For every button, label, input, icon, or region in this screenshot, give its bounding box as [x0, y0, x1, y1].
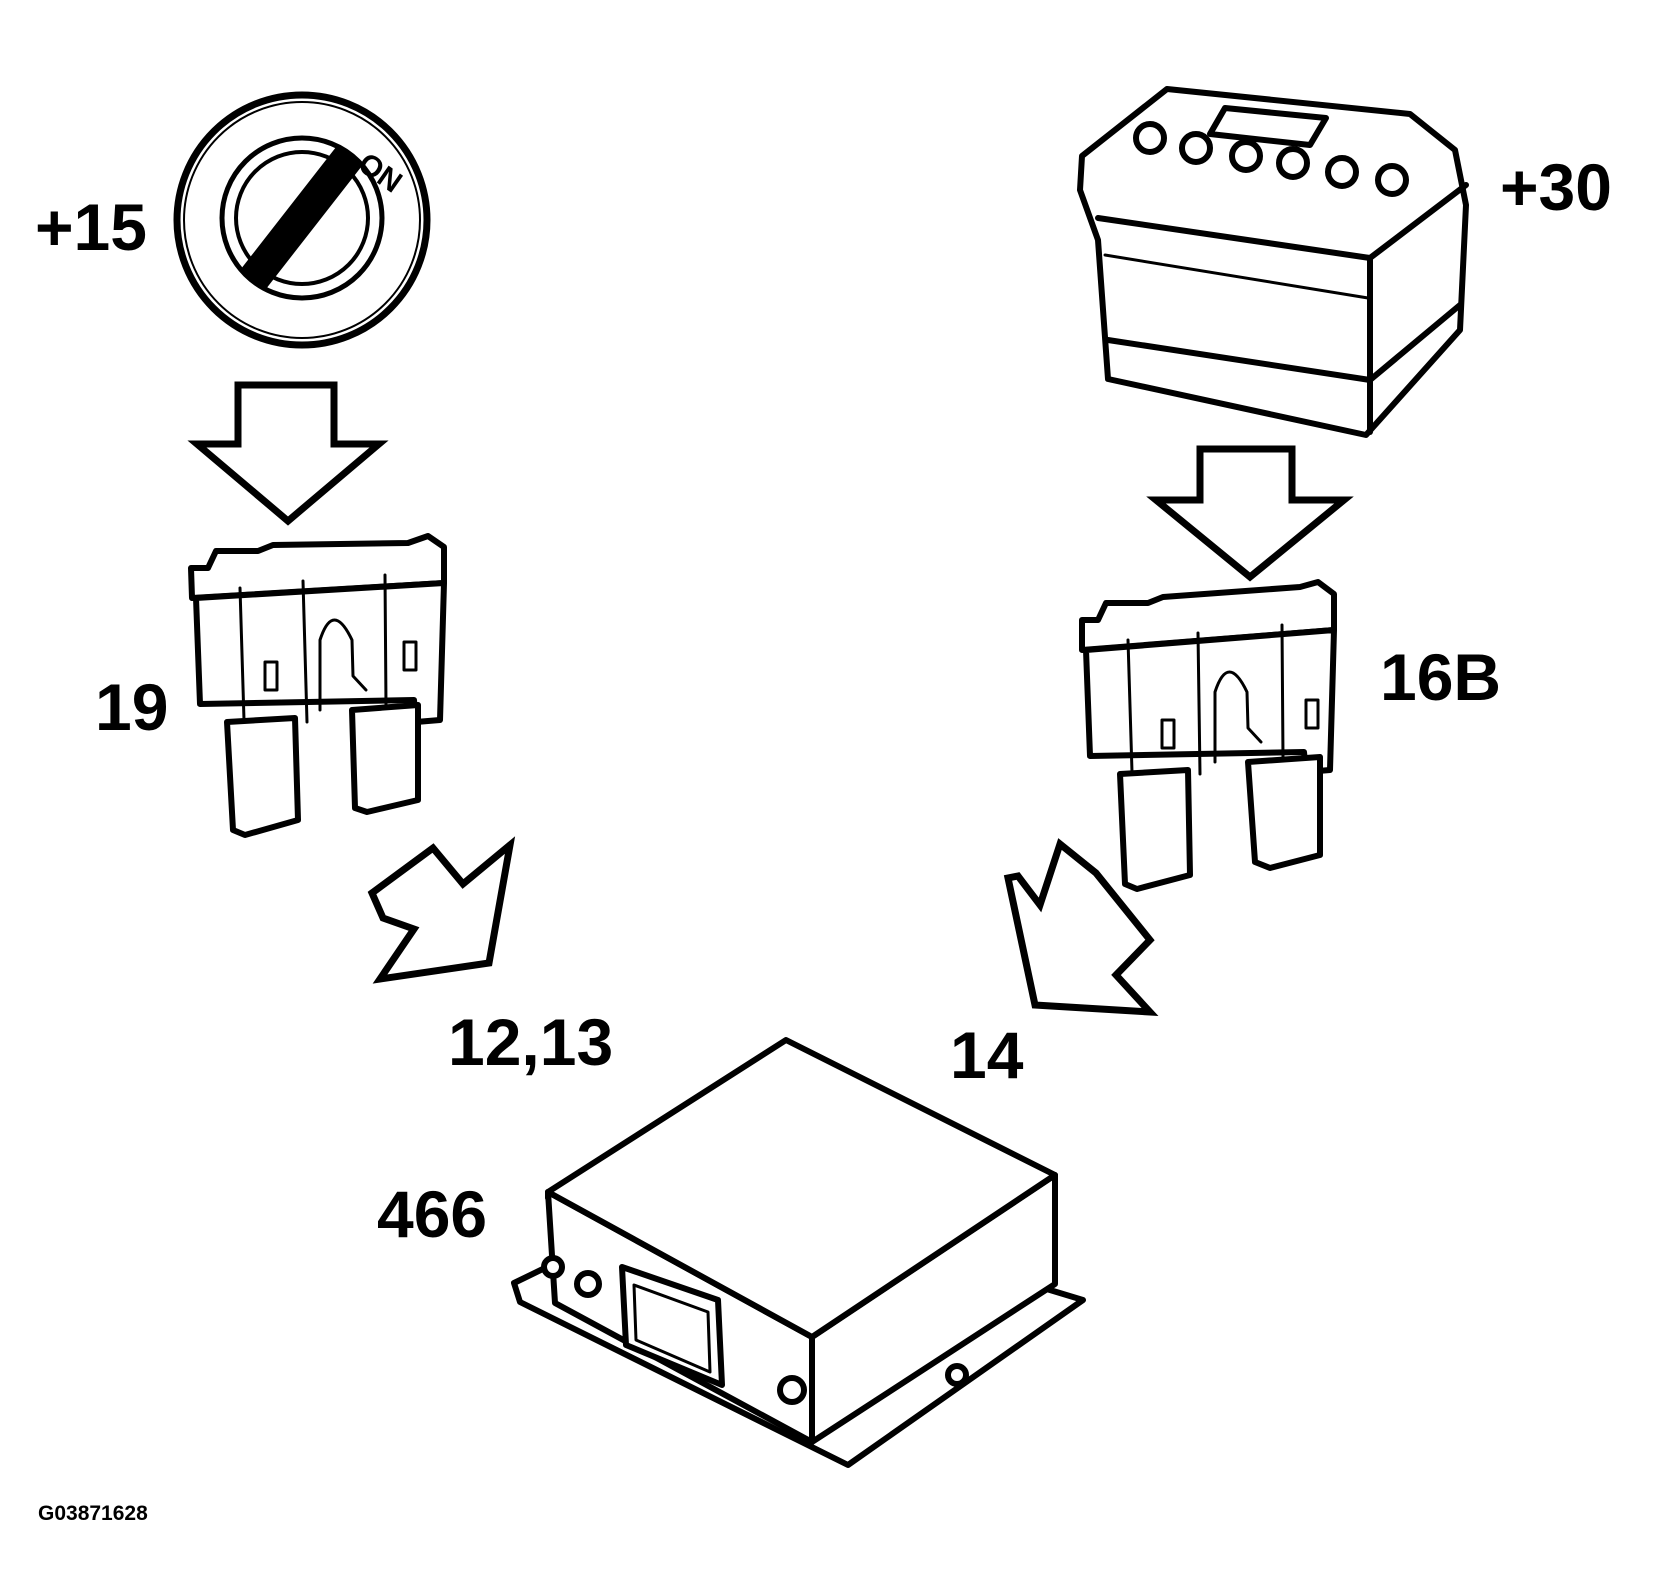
arrow-down-icon: [1146, 445, 1354, 582]
pins-left-label: 12,13: [448, 1005, 613, 1079]
fuse-left-label: 19: [95, 670, 168, 744]
figure-id: G03871628: [38, 1502, 148, 1525]
arrow-down-left-icon: [187, 381, 389, 526]
ignition-switch-icon: ON: [173, 91, 431, 349]
fuse-icon: [1079, 579, 1337, 892]
arrow-down-left-icon: [1003, 838, 1159, 1017]
control-module-icon: [511, 1037, 1086, 1468]
battery-icon: [1077, 86, 1469, 438]
arrow-down-right-icon: [367, 836, 516, 984]
ignition-label: +15: [35, 190, 147, 264]
battery-label: +30: [1500, 150, 1612, 224]
module-label: 466: [377, 1177, 487, 1251]
fuse-right-label: 16B: [1380, 640, 1501, 714]
pin-right-label: 14: [950, 1018, 1024, 1092]
fuse-icon: [188, 533, 447, 838]
